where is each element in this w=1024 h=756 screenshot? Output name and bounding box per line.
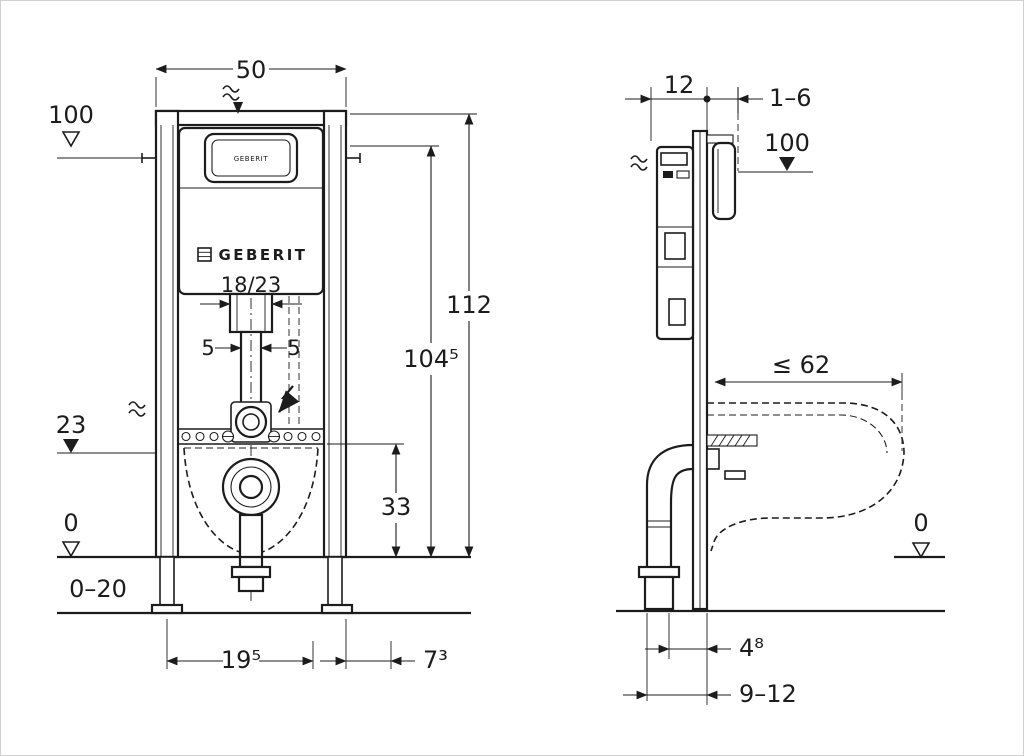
level-marker-open-triangle bbox=[61, 541, 81, 558]
dim-offset-right-label: 5 bbox=[287, 336, 300, 360]
floor-side: 0 bbox=[616, 509, 945, 613]
level-23: 23 bbox=[56, 401, 157, 454]
level-marker-open-triangle bbox=[61, 131, 81, 148]
dim-side-offset-label: 7³ bbox=[423, 646, 448, 674]
drain-elbow bbox=[637, 443, 720, 611]
floor-lines: 0 0–20 bbox=[57, 509, 471, 615]
dim-frame-depth-label: 12 bbox=[664, 71, 695, 99]
support-bracket bbox=[724, 470, 746, 480]
dim-outlet-height-label: 33 bbox=[381, 493, 412, 521]
dim-offset-right: 5 bbox=[260, 336, 301, 360]
water-connection-flash-icon bbox=[278, 385, 300, 413]
dim-bowl-depth-label: ≤ 62 bbox=[772, 351, 830, 379]
level-0-side-label: 0 bbox=[913, 509, 928, 537]
level-0-label: 0 bbox=[63, 509, 78, 537]
dim-wall-distance: 1–6 bbox=[707, 84, 812, 171]
dim-height-upper-label: 104⁵ bbox=[403, 345, 458, 373]
dim-width-label: 50 bbox=[236, 56, 267, 84]
dim-offset-left-label: 5 bbox=[201, 336, 214, 360]
adjustable-feet bbox=[150, 556, 354, 615]
water-supply-side-icon bbox=[630, 155, 648, 163]
dim-outlet-offset-label: 4⁸ bbox=[739, 634, 764, 662]
level-100-label: 100 bbox=[48, 101, 94, 129]
level-marker-filled-triangle bbox=[63, 439, 79, 453]
mounting-rail bbox=[178, 401, 324, 445]
dim-frame-depth: 12 bbox=[625, 71, 711, 141]
dim-foot-spacing-label: 19⁵ bbox=[221, 646, 261, 674]
dim-height-total: 112 bbox=[350, 113, 492, 558]
drain-pipe bbox=[230, 513, 272, 593]
dim-outlet-distance: 9–12 bbox=[623, 613, 797, 708]
dim-width: 50 bbox=[155, 56, 347, 107]
level-marker-open-triangle bbox=[911, 542, 931, 559]
dim-bowl-depth: ≤ 62 bbox=[714, 351, 903, 451]
drain-socket bbox=[221, 457, 281, 517]
dim-outlet-height: 33 bbox=[327, 443, 412, 558]
water-supply-left-icon bbox=[128, 401, 146, 409]
fixing-bolt bbox=[706, 434, 758, 480]
frame-profile bbox=[691, 129, 734, 611]
geberit-logo: GEBERIT bbox=[197, 246, 307, 264]
dim-offset-left: 5 bbox=[201, 336, 242, 360]
dim-foot-spacing: 19⁵ bbox=[166, 619, 314, 674]
dim-height-total-label: 112 bbox=[446, 291, 492, 319]
bowl-outline-side bbox=[707, 402, 905, 552]
dim-outlet-distance-label: 9–12 bbox=[739, 680, 797, 708]
brand-label: GEBERIT bbox=[218, 246, 307, 264]
floor-buildup-label: 0–20 bbox=[69, 575, 127, 603]
geberit-logo-icon bbox=[197, 247, 212, 262]
water-supply-top-icon bbox=[222, 85, 243, 114]
plate-brand-label: GEBERIT bbox=[234, 155, 269, 163]
cistern-side bbox=[630, 145, 695, 341]
actuator-plate-side bbox=[711, 141, 737, 221]
level-100-side-label: 100 bbox=[764, 129, 810, 157]
side-view: 12 1–6 100 bbox=[616, 71, 945, 708]
outlet-spigot bbox=[706, 448, 720, 470]
front-view: 50 100 bbox=[48, 56, 492, 674]
mounting-frame bbox=[141, 109, 361, 559]
dim-wall-distance-label: 1–6 bbox=[769, 84, 812, 112]
level-100-side: 100 bbox=[738, 129, 813, 173]
dim-height-upper: 104⁵ bbox=[350, 145, 459, 558]
dim-side-offset: 7³ bbox=[320, 619, 448, 674]
flush-actuator-plate: GEBERIT bbox=[203, 132, 299, 184]
level-marker-filled-triangle bbox=[779, 157, 795, 171]
level-23-label: 23 bbox=[56, 411, 87, 439]
dim-outlet-offset: 4⁸ bbox=[645, 613, 764, 705]
